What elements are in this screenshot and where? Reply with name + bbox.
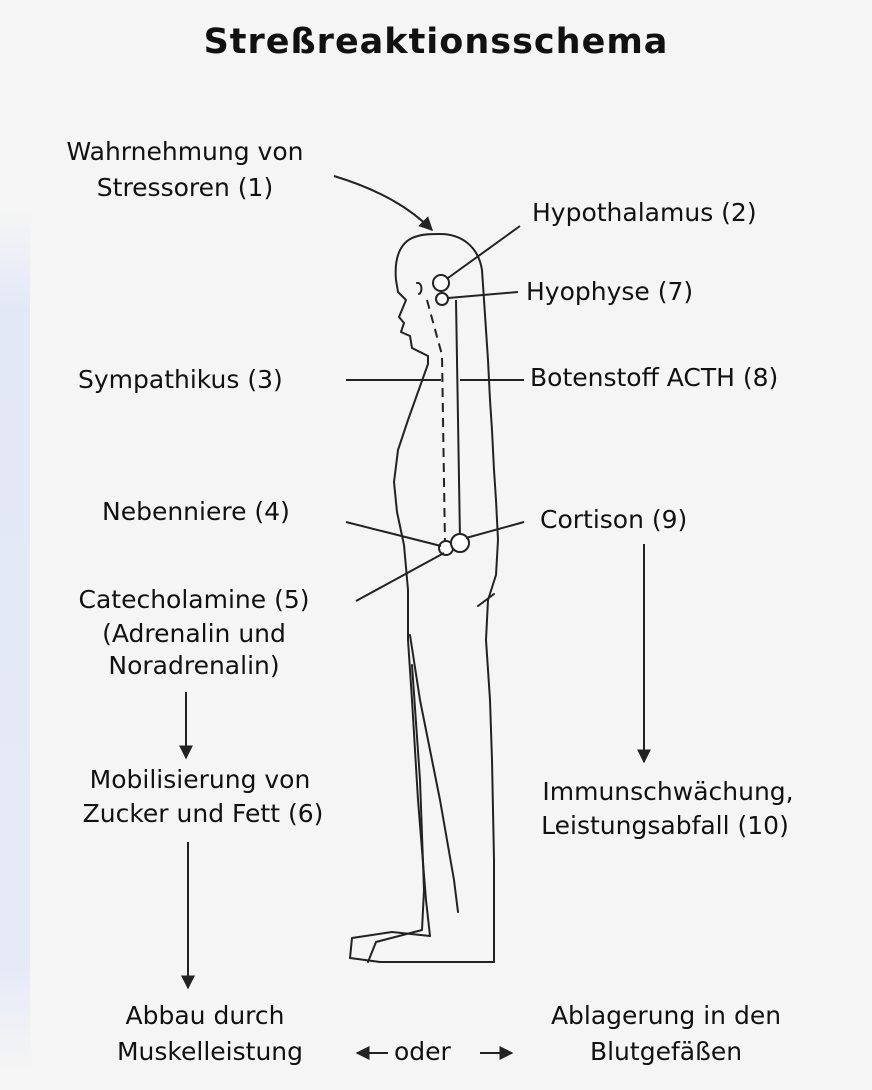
catecholamine-label-line1: Catecholamine (5) bbox=[79, 584, 310, 616]
acth-label: Botenstoff ACTH (8) bbox=[530, 362, 778, 394]
mobilisierung-label-line1: Mobilisierung von bbox=[90, 764, 311, 796]
organ-markers bbox=[433, 275, 469, 555]
mobilisierung-label-line2: Zucker und Fett (6) bbox=[83, 798, 324, 830]
immun-label-line1: Immunschwächung, bbox=[542, 776, 793, 808]
nerve-pathways bbox=[427, 300, 460, 545]
catecholamine-label-line2: (Adrenalin und bbox=[102, 618, 286, 650]
sympathikus-nerve bbox=[427, 300, 445, 545]
cortison-leader bbox=[466, 522, 524, 538]
hypothalamus-circle bbox=[433, 275, 449, 291]
wahrnehmung-label-line2: Stressoren (1) bbox=[97, 172, 273, 204]
abbau-label-line1: Abbau durch bbox=[126, 1000, 285, 1032]
diagram-title: Streßreaktionsschema bbox=[204, 22, 669, 62]
nebenniere-label: Nebenniere (4) bbox=[102, 496, 290, 528]
hypothalamus-label: Hypothalamus (2) bbox=[532, 197, 757, 229]
cortison-label: Cortison (9) bbox=[540, 504, 687, 536]
human-silhouette bbox=[350, 234, 498, 962]
ablagerung-label-line2: Blutgefäßen bbox=[590, 1036, 742, 1068]
immun-label-line2: Leistungsabfall (10) bbox=[541, 810, 789, 842]
leader-lines bbox=[334, 176, 524, 601]
abbau-label-line2: Muskelleistung bbox=[117, 1036, 303, 1068]
hypothalamus-leader bbox=[448, 226, 520, 278]
nebenniere-leader bbox=[346, 522, 441, 546]
ablagerung-label-line1: Ablagerung in den bbox=[551, 1000, 781, 1032]
hypophyse-label: Hyophyse (7) bbox=[526, 276, 693, 308]
adrenal-circle-right bbox=[451, 534, 469, 552]
oder-label: oder bbox=[394, 1036, 451, 1068]
sympathikus-label: Sympathikus (3) bbox=[78, 364, 283, 396]
catecholamine-label-line3: Noradrenalin) bbox=[108, 650, 279, 682]
wahrnehmung-label-line1: Wahrnehmung von bbox=[67, 136, 304, 168]
catecholamine-leader bbox=[356, 553, 444, 601]
hypophyse-circle bbox=[436, 293, 448, 305]
acth-pathway bbox=[456, 300, 460, 539]
wahrnehmung-arrow bbox=[334, 176, 432, 230]
